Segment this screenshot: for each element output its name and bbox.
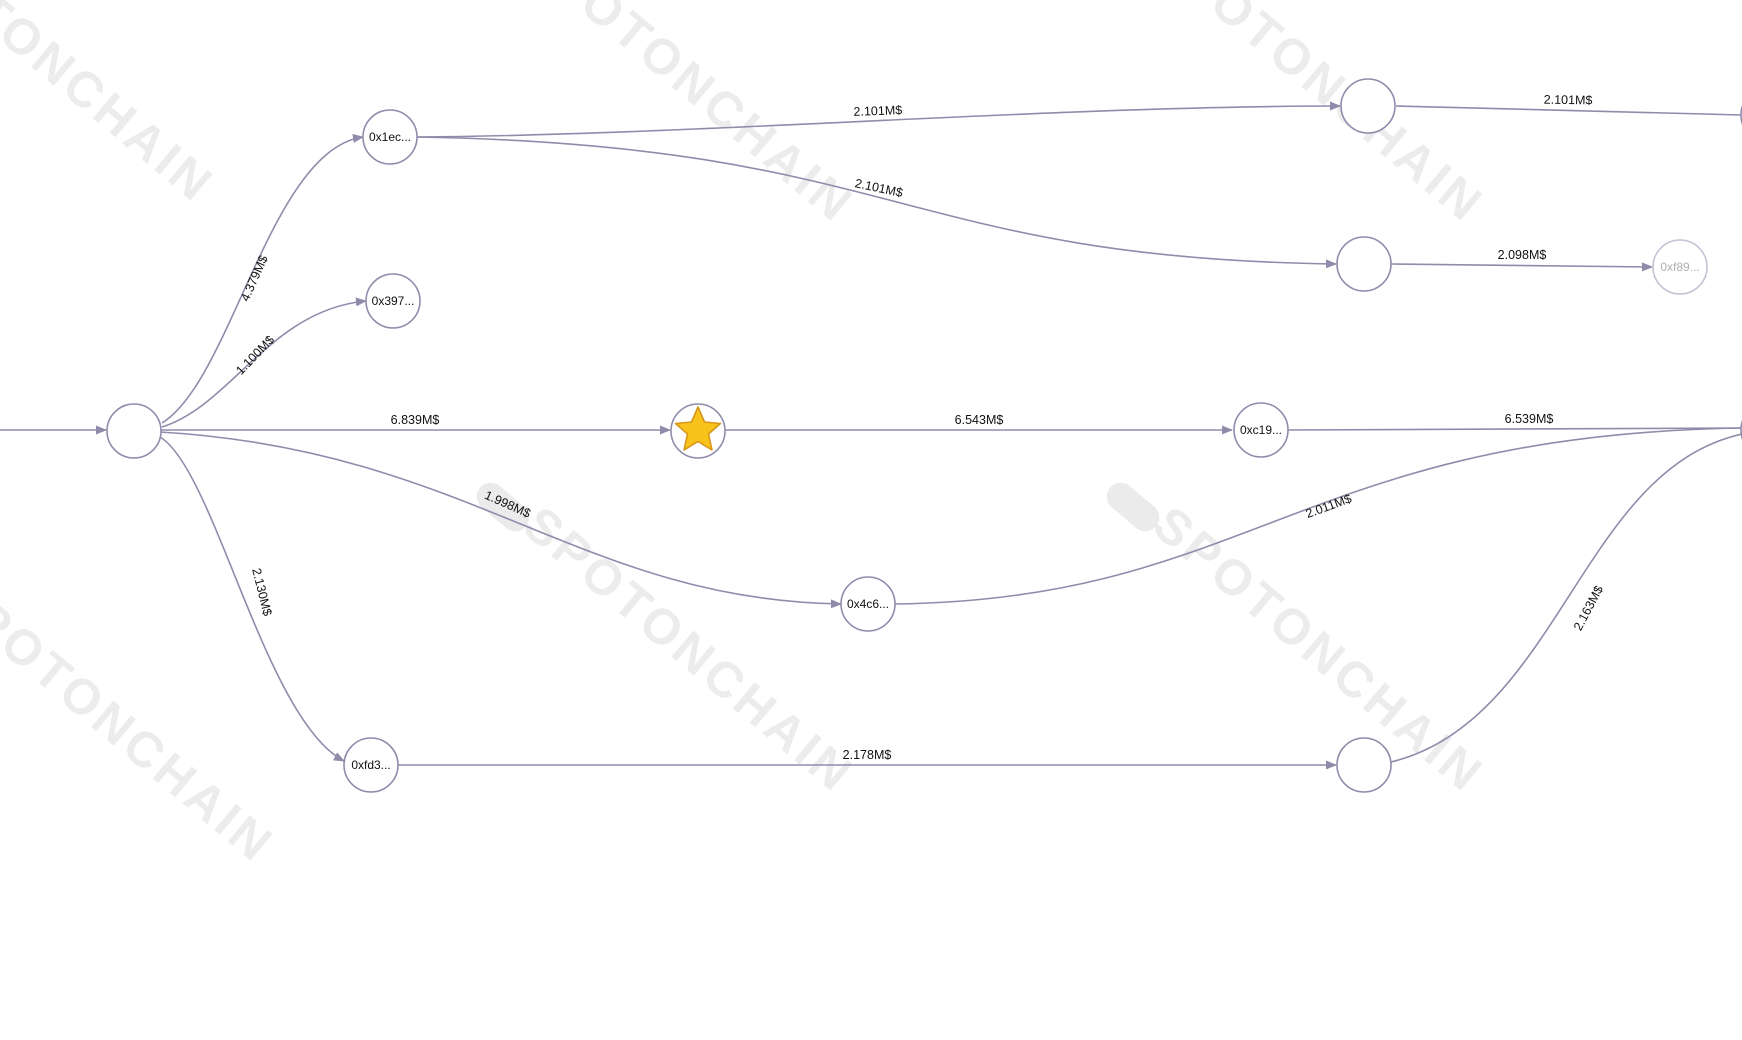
edge-label: 2.178M$ — [843, 748, 892, 762]
edges-layer — [0, 101, 1742, 770]
edge-label: 2.101M$ — [854, 176, 905, 200]
wallet-node[interactable]: 0xfd3... — [343, 737, 399, 793]
edge-n1-n8[interactable] — [415, 136, 1338, 269]
wallet-node[interactable]: 0x397... — [365, 273, 421, 329]
edge-labels-layer: 4.379M$ 1.100M$ 6.839M$ 1.998M$ 2.130M$ … — [233, 93, 1606, 762]
watermark-text: SPOTONCHAIN — [0, 566, 285, 874]
edge-label: 6.839M$ — [391, 413, 440, 427]
node-label: 0x1ec... — [369, 130, 411, 144]
edge-label: 6.539M$ — [1505, 412, 1554, 426]
node-label: 0x4c6... — [847, 597, 889, 611]
edge-label: 2.163M$ — [1571, 583, 1606, 633]
wallet-node[interactable] — [1336, 236, 1392, 292]
wallet-node[interactable] — [1336, 737, 1392, 793]
watermark-text: SPOTONCHAIN — [0, 0, 225, 214]
edge-n9-out[interactable] — [1390, 433, 1742, 763]
star-icon — [674, 406, 722, 451]
edge-label: 2.101M$ — [1544, 93, 1593, 108]
edge-label: 2.011M$ — [1304, 491, 1354, 520]
starred-wallet-node[interactable] — [670, 403, 726, 459]
edge-label: 2.130M$ — [249, 567, 274, 618]
edge-n0-n4[interactable] — [159, 431, 843, 609]
wallet-node[interactable]: 0x4c6... — [840, 576, 896, 632]
node-label: 0xc19... — [1240, 423, 1282, 437]
node-label: 0x397... — [372, 294, 415, 308]
watermark-text: SPOTONCHAIN — [1143, 0, 1495, 234]
edge-n7-out[interactable] — [1395, 105, 1742, 116]
watermark-logo-icon — [1106, 482, 1160, 532]
watermark-text: SPOTONCHAIN — [513, 0, 865, 234]
wallet-node-faded[interactable]: 0xf89... — [1652, 239, 1708, 295]
edge-n8-n10[interactable] — [1390, 262, 1654, 272]
watermark-text: SPOTONCHAIN — [1143, 496, 1495, 804]
edge-label: 4.379M$ — [238, 253, 271, 303]
edge-label: 6.543M$ — [955, 413, 1004, 427]
node-label: 0xfd3... — [351, 758, 390, 772]
wallet-node[interactable] — [106, 403, 162, 459]
edge-n0-n2[interactable] — [161, 297, 368, 428]
watermark-logo-icon — [476, 482, 530, 532]
edge-n0-n1[interactable] — [161, 133, 365, 424]
wallet-node[interactable]: 0x1ec... — [362, 109, 418, 165]
node-label: 0xf89... — [1660, 260, 1699, 274]
edge-label: 1.100M$ — [233, 333, 277, 378]
wallet-node[interactable]: 0xc19... — [1233, 402, 1289, 458]
edge-n4-out[interactable] — [893, 427, 1742, 605]
edge-n0-n5[interactable] — [159, 436, 345, 762]
edge-n1-n7[interactable] — [415, 101, 1342, 138]
edge-label: 2.098M$ — [1498, 248, 1547, 262]
edge-n6-out[interactable] — [1287, 427, 1742, 431]
nodes-layer: 0x1ec... 0x397... 0x4c6... 0xfd3... 0xc1… — [106, 78, 1742, 793]
wallet-node[interactable] — [1340, 78, 1396, 134]
edge-label: 2.101M$ — [853, 103, 902, 119]
